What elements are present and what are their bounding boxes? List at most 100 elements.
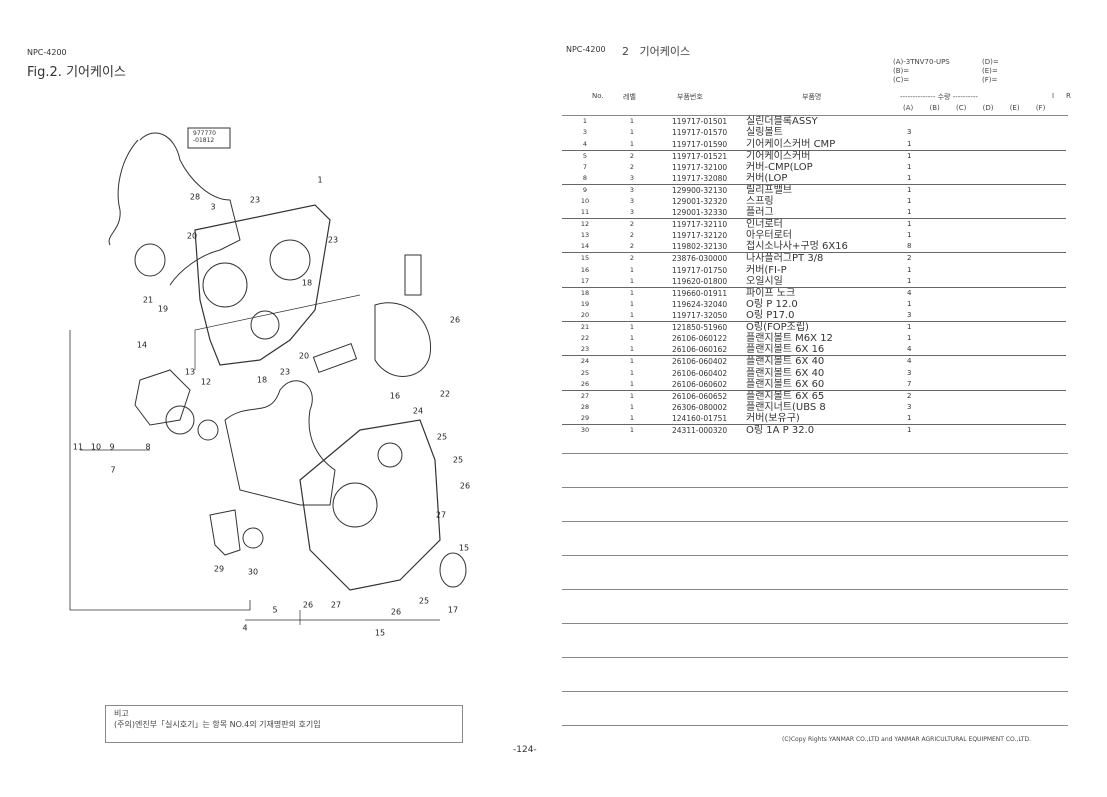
level: 1 [629, 299, 635, 308]
quantity: 3 [907, 402, 912, 411]
cover-29 [209, 509, 241, 556]
header-level: 레벨 [623, 93, 636, 101]
part-name: 기어케이스커버 CMP [746, 138, 836, 150]
part-no-index: 12 [562, 218, 608, 231]
level: 3 [629, 197, 635, 206]
callout: 25 [436, 432, 448, 442]
part-name: O링 1A P 32.0 [732, 423, 907, 436]
part-number: 119717-32110 [656, 218, 732, 231]
part-number: 129900-32130 [656, 183, 732, 196]
part-number: 24311-000320 [656, 423, 732, 436]
part-name: 커버(보유구) [746, 412, 800, 424]
part-no-index: 17 [580, 276, 590, 285]
part-no-index: 24 [562, 355, 608, 368]
level: 2 [629, 242, 635, 251]
quantity: 4 [907, 286, 1066, 299]
callout: 10 [90, 442, 102, 452]
part-name: 플러그 [746, 207, 774, 219]
front-cover [299, 419, 441, 591]
part-name: 플랜지볼트 6X 40 [746, 367, 825, 379]
level: 1 [629, 334, 635, 343]
quantity: 1 [907, 265, 912, 274]
level: 1 [629, 139, 635, 148]
part-no-index: 9 [562, 183, 608, 196]
group-bracket [69, 330, 251, 611]
callout: 25 [452, 455, 464, 465]
level: 1 [608, 423, 656, 436]
callout: 18 [256, 375, 268, 385]
part-number: 119717-01590 [672, 139, 728, 149]
quantity: 7 [907, 379, 912, 388]
part-name: 스프링 [746, 196, 774, 208]
part-no-index: 8 [582, 173, 588, 182]
part-name: 인너로터 [732, 218, 907, 231]
quantity: 4 [907, 345, 912, 354]
part-number: 119802-32130 [672, 242, 728, 252]
part-number: 26106-060402 [656, 355, 732, 368]
model-code-left: NPC-4200 [27, 48, 67, 57]
tube-label: 977770-01812 [193, 130, 216, 144]
level: 1 [629, 379, 635, 388]
header-no: No. [592, 92, 604, 100]
section-title: 2 기어케이스 [622, 45, 691, 58]
part-name: 커버(LOP [746, 172, 788, 184]
remark-text: (주의)엔진부「실시호기」는 항목 NO.4의 기재명판의 호기임 [114, 720, 321, 729]
callout: 20 [298, 351, 310, 361]
callout: 25 [418, 596, 430, 606]
callout: 18 [301, 278, 313, 288]
callout: 26 [459, 481, 471, 491]
part-no-index: 26 [580, 379, 590, 388]
level: 1 [629, 311, 635, 320]
part-number: 26306-080002 [672, 402, 728, 412]
part-number: 119717-01750 [672, 265, 728, 275]
callout: 27 [330, 600, 342, 610]
part-number: 119717-01521 [656, 149, 732, 162]
o-ring-21 [134, 243, 166, 277]
callout: 30 [247, 567, 259, 577]
quantity: 1 [907, 162, 912, 171]
level: 1 [629, 402, 635, 411]
remark-title: 비고 [114, 709, 129, 718]
callout: 11 [72, 442, 84, 452]
level: 2 [629, 231, 635, 240]
callout: 23 [327, 235, 339, 245]
callout: 12 [200, 377, 212, 387]
part-no-index: 3 [582, 128, 588, 137]
level: 1 [629, 276, 635, 285]
part-name: 실링볼트 [746, 127, 783, 139]
quantity [907, 116, 1066, 127]
quantity: 1 [907, 208, 912, 217]
part-name: 플랜지볼트 6X 60 [746, 378, 825, 390]
part-number: 26106-060122 [672, 334, 728, 344]
model-list-abc: (A)-3TNV70-UPS(B)=(C)= [893, 58, 950, 84]
part-no-index: 16 [580, 265, 590, 274]
quantity: 1 [907, 423, 1066, 436]
part-no-index: 20 [580, 311, 590, 320]
tube-sealant-3 [312, 343, 358, 373]
quantity: 1 [907, 218, 1066, 231]
quantity: 1 [907, 173, 912, 182]
part-no-index: 10 [580, 197, 590, 206]
callout: 24 [412, 406, 424, 416]
level: 1 [629, 368, 635, 377]
part-no-index: 1 [582, 117, 588, 126]
part-number: 119717-32100 [672, 162, 728, 172]
gasket-outline [139, 132, 241, 286]
level: 1 [608, 389, 656, 402]
part-name: 플랜지너트(UBS 8 [746, 401, 826, 413]
tube-sealant-1 [187, 127, 231, 149]
callout: 26 [302, 600, 314, 610]
callout: 16 [389, 391, 401, 401]
quantity: 1 [907, 321, 1066, 334]
